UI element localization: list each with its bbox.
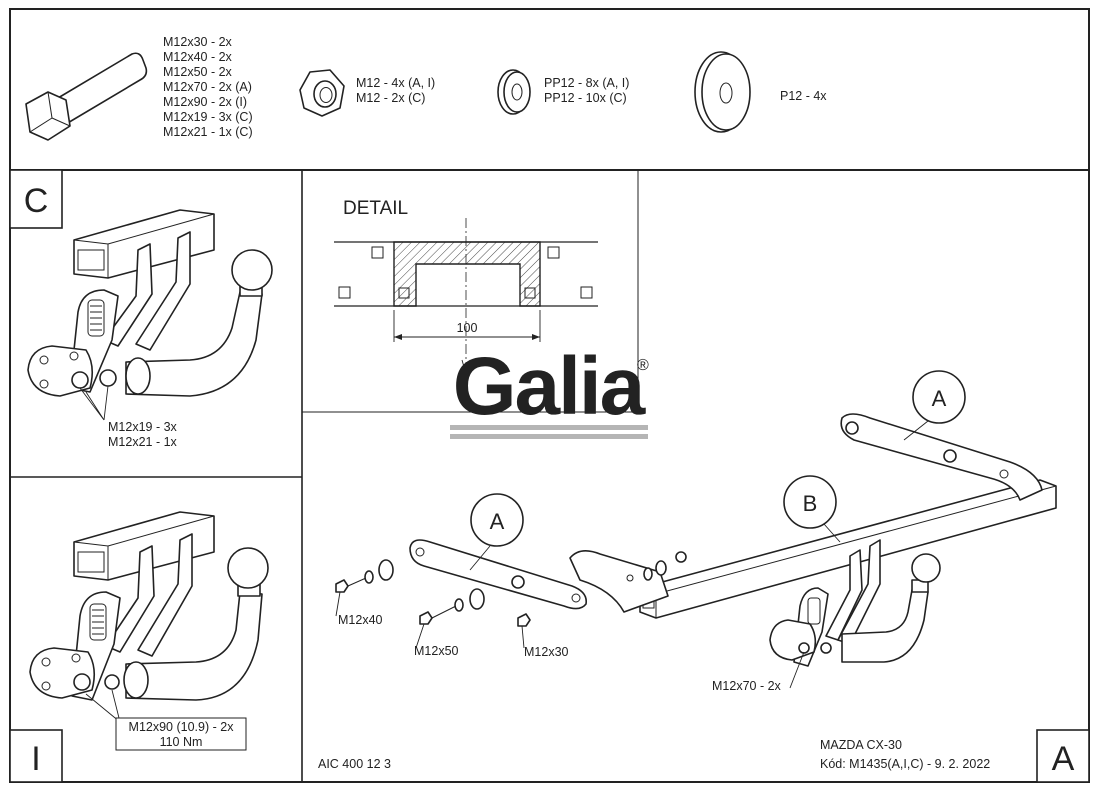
hardware-legend: M12x30 - 2x M12x40 - 2x M12x50 - 2x M12x… xyxy=(25,35,827,141)
label-m12x50: M12x50 xyxy=(414,644,459,658)
main-crossbar xyxy=(569,479,1057,619)
bolt-spec-1: M12x40 - 2x xyxy=(163,50,233,64)
hex-nut-icon xyxy=(299,69,345,117)
bolt-spec-3: M12x70 - 2x (A) xyxy=(163,80,252,94)
left-end-plate xyxy=(569,550,669,613)
callout-b-circle xyxy=(783,475,837,529)
bolt-spec-6: M12x21 - 1x (C) xyxy=(163,125,253,139)
galia-logo-mark: ® xyxy=(637,357,649,374)
label-m12x70: M12x70 - 2x xyxy=(712,679,782,693)
plate-spec-0: P12 - 4x xyxy=(780,89,827,103)
washer-spec-1: PP12 - 10x (C) xyxy=(544,91,627,105)
bolt-spec-0: M12x30 - 2x xyxy=(163,35,233,49)
detail-dimension: 100 xyxy=(457,321,478,335)
callout-b: B xyxy=(803,491,818,516)
callout-a-left: A xyxy=(490,509,505,534)
galia-logo-text: Galia xyxy=(453,341,647,432)
label-m12x40: M12x40 xyxy=(338,613,383,627)
panel-c-letter: C xyxy=(24,182,49,220)
label-m12x30: M12x30 xyxy=(524,645,569,659)
callout-a-right: A xyxy=(932,386,947,411)
section-profile xyxy=(393,241,541,307)
right-bracket-a xyxy=(840,413,1043,501)
loose-fasteners xyxy=(335,559,667,627)
nut-spec-1: M12 - 2x (C) xyxy=(356,91,425,105)
flat-plate-icon xyxy=(694,51,751,133)
drawing-kod: Kód: M1435(A,I,C) - 9. 2. 2022 xyxy=(820,757,990,771)
panel-c: C M12x19 - 3x M12x21 - 1x xyxy=(9,169,273,449)
panel-i-letter: I xyxy=(31,740,40,778)
panel-c-note-0: M12x19 - 3x xyxy=(108,420,178,434)
bolt-spec-4: M12x90 - 2x (I) xyxy=(163,95,247,109)
hex-bolt-icon xyxy=(25,52,148,141)
main-assembly: A A B M12x40 M12x50 M12x30 M12x70 - 2x xyxy=(335,370,1057,693)
towbar-i-drawing xyxy=(29,511,269,701)
sheet-frame xyxy=(9,8,1090,783)
drawing-code: AIC 400 12 3 xyxy=(318,757,391,771)
washer-icon xyxy=(497,69,531,115)
panel-c-note-1: M12x21 - 1x xyxy=(108,435,178,449)
towbar-c-drawing xyxy=(27,209,273,397)
detail-inset: DETAIL 100 xyxy=(302,170,639,413)
nut-spec-0: M12 - 4x (A, I) xyxy=(356,76,435,90)
vehicle-model: MAZDA CX-30 xyxy=(820,738,902,752)
panel-i: I M12x90 (10.9) - 2x 110 Nm xyxy=(9,511,269,783)
bolt-spec-5: M12x19 - 3x (C) xyxy=(163,110,253,124)
footer-letter: A xyxy=(1052,740,1075,778)
washer-spec-0: PP12 - 8x (A, I) xyxy=(544,76,629,90)
title-block: AIC 400 12 3 MAZDA CX-30 Kód: M1435(A,I,… xyxy=(318,729,1090,783)
callout-a-right-circle xyxy=(912,370,966,424)
panel-i-note-1: 110 Nm xyxy=(160,735,203,749)
panel-i-note-0: M12x90 (10.9) - 2x xyxy=(129,720,235,734)
left-bracket-a xyxy=(409,539,588,610)
galia-logo: Galia ® xyxy=(450,341,649,439)
detail-title: DETAIL xyxy=(343,198,408,219)
bolt-spec-2: M12x50 - 2x xyxy=(163,65,233,79)
callout-a-left-circle xyxy=(470,493,524,547)
